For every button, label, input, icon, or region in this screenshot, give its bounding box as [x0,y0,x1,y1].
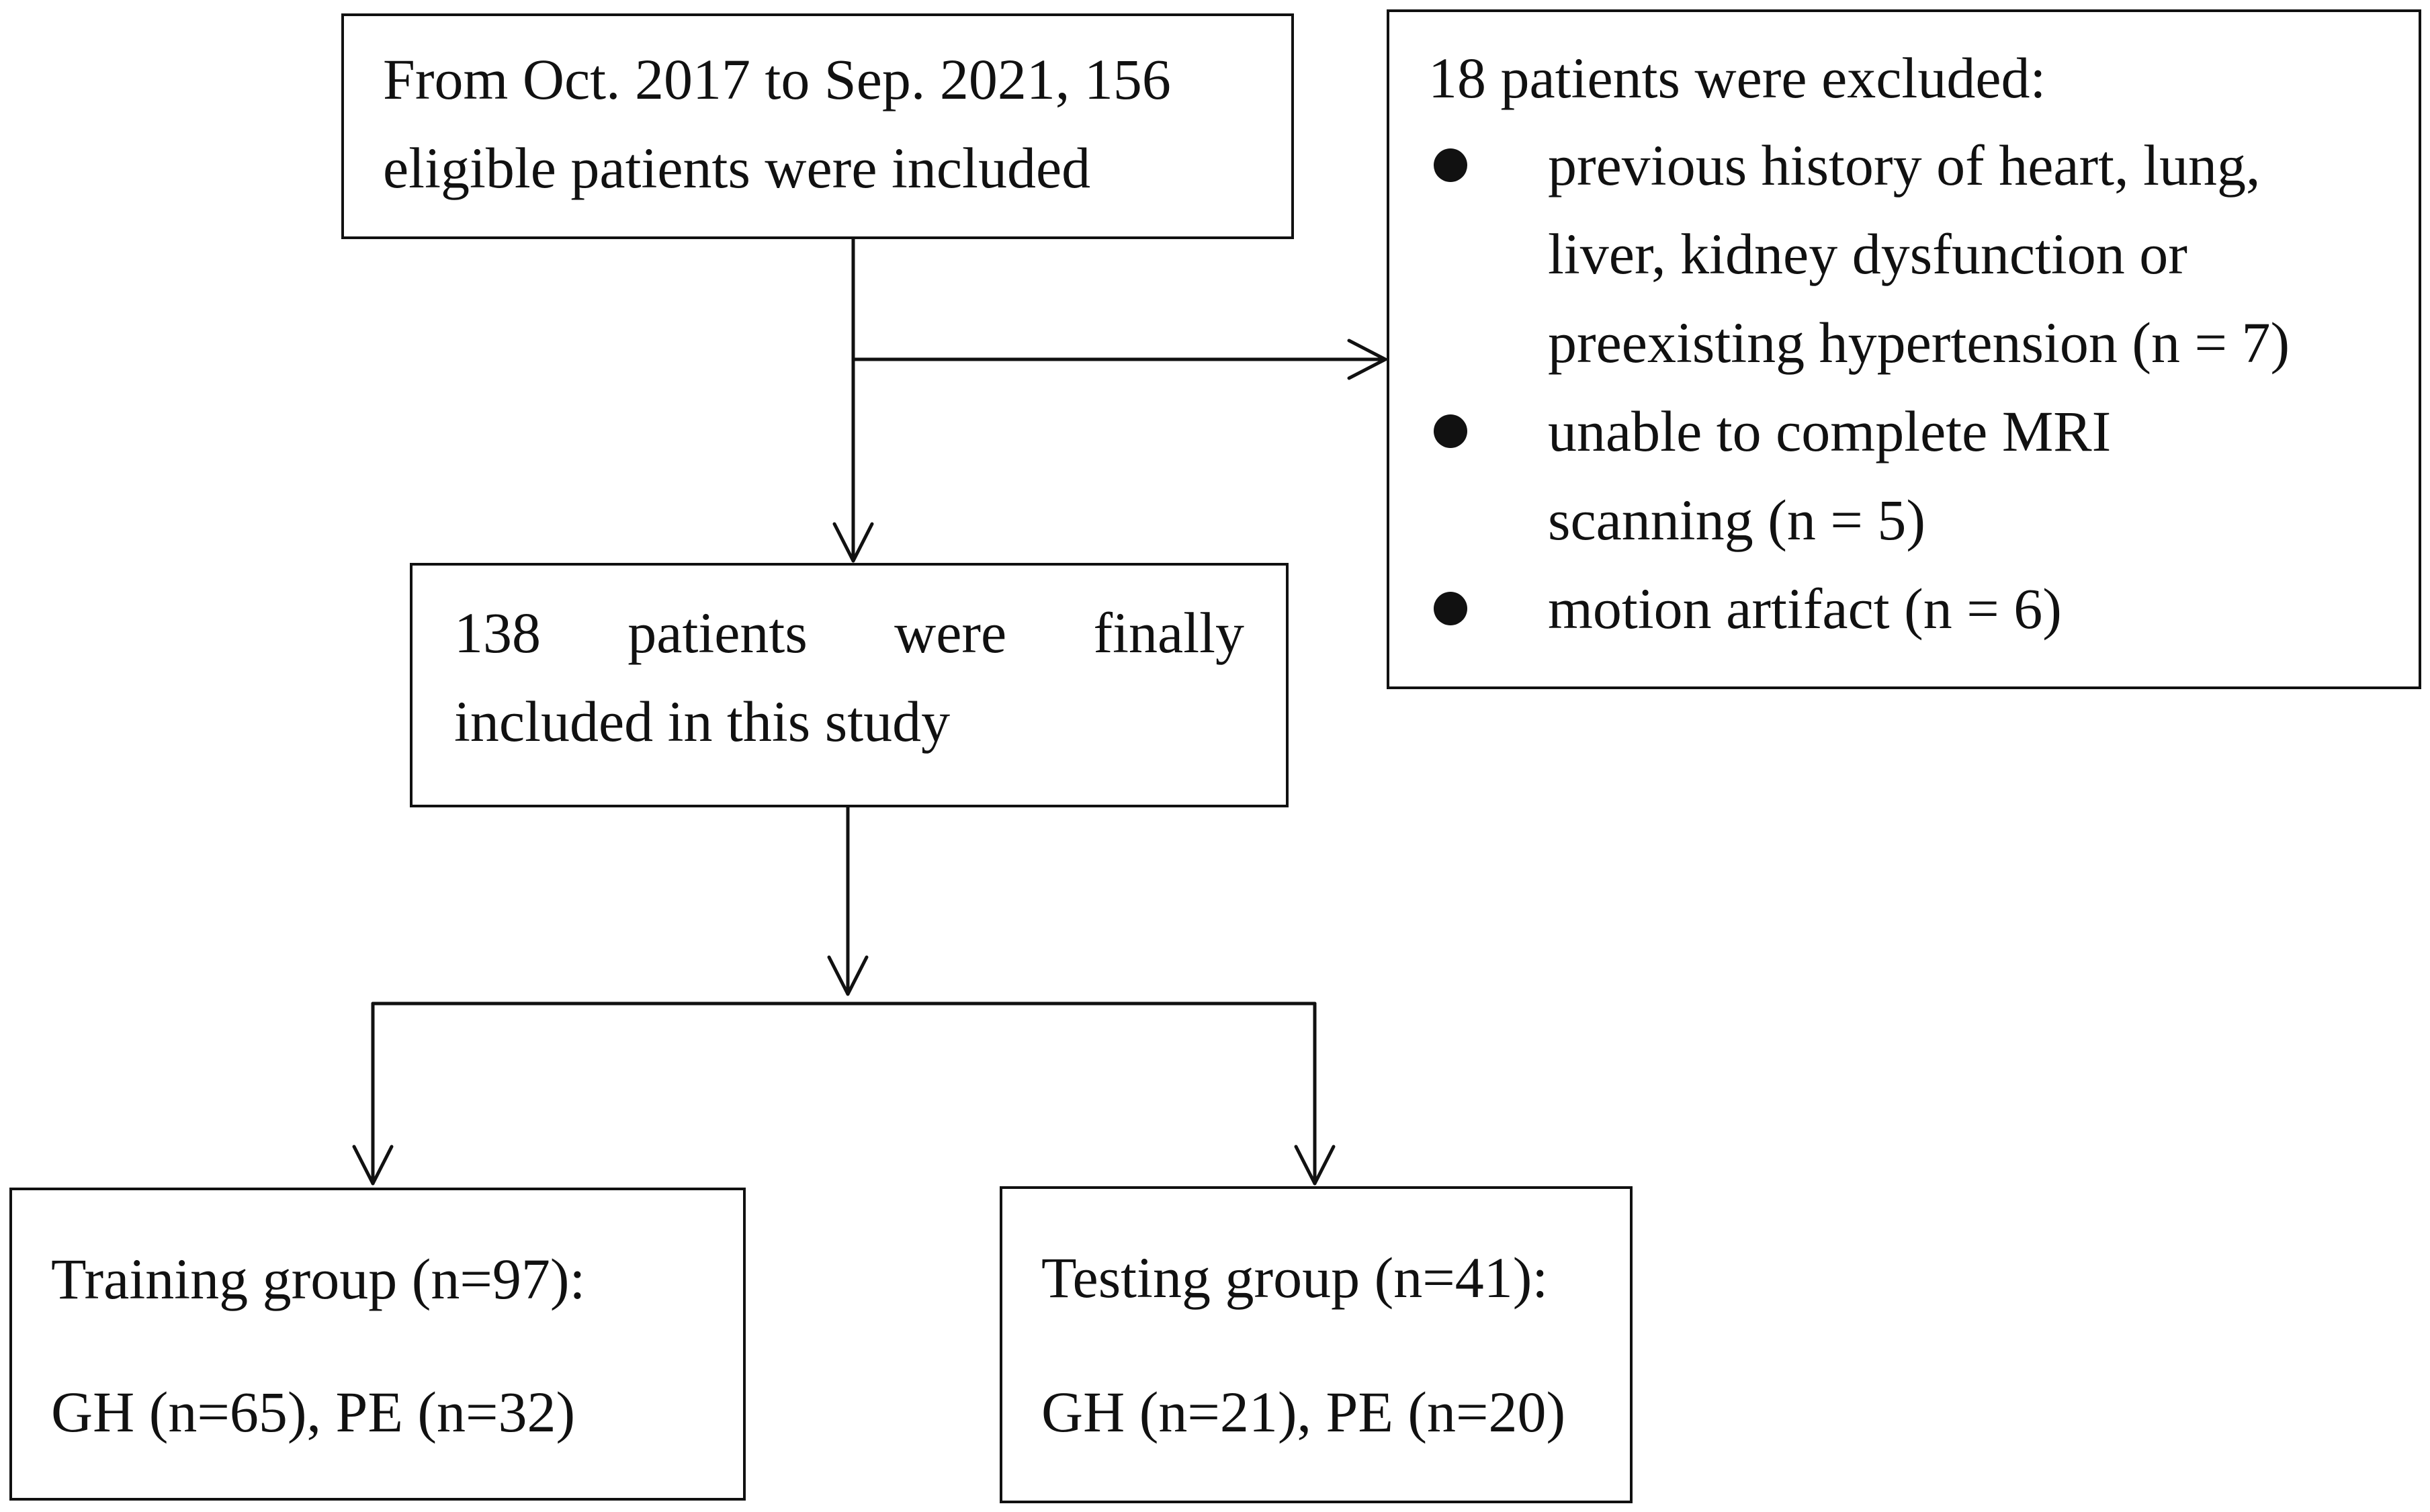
exclusion-box [1387,9,2421,689]
inclusion-text-line-1: From Oct. 2017 to Sep. 2021, 156 [383,47,1171,112]
exclusion-item-1-line-3: preexisting hypertension (n = 7) [1548,310,2290,375]
testing-box [1000,1186,1633,1503]
arrowhead-exclusion [1347,339,1387,380]
exclusion-item-2-line-2: scanning (n = 5) [1548,488,1925,552]
testing-text-line-2: GH (n=21), PE (n=20) [1041,1380,1566,1444]
final-box [410,563,1289,807]
testing-text-line-1: Testing group (n=41): [1041,1245,1549,1310]
exclusion-bullet-1 [1434,148,1467,182]
arrowhead-final [832,522,874,563]
arrowhead-split [827,955,869,996]
exclusion-bullet-3 [1434,592,1467,625]
training-box [9,1188,746,1501]
exclusion-item-2-line-1: unable to complete MRI [1548,399,2112,463]
final-text-line-1: 138 patients were finally [454,601,1244,665]
arrowhead-testing [1294,1145,1336,1186]
exclusion-bullet-2 [1434,414,1467,448]
arrowhead-training [352,1145,394,1186]
training-text-line-2: GH (n=65), PE (n=32) [51,1380,576,1444]
exclusion-item-3-line-1: motion artifact (n = 6) [1548,576,2062,641]
final-text-line-2: included in this study [454,689,951,754]
inclusion-text-line-2: eligible patients were included [383,136,1091,200]
inclusion-box [341,13,1294,239]
training-text-line-1: Training group (n=97): [51,1247,586,1311]
exclusion-heading: 18 patients were excluded: [1428,46,2046,110]
exclusion-item-1-line-1: previous history of heart, lung, [1548,133,2261,197]
exclusion-item-1-line-2: liver, kidney dysfunction or [1548,222,2187,286]
